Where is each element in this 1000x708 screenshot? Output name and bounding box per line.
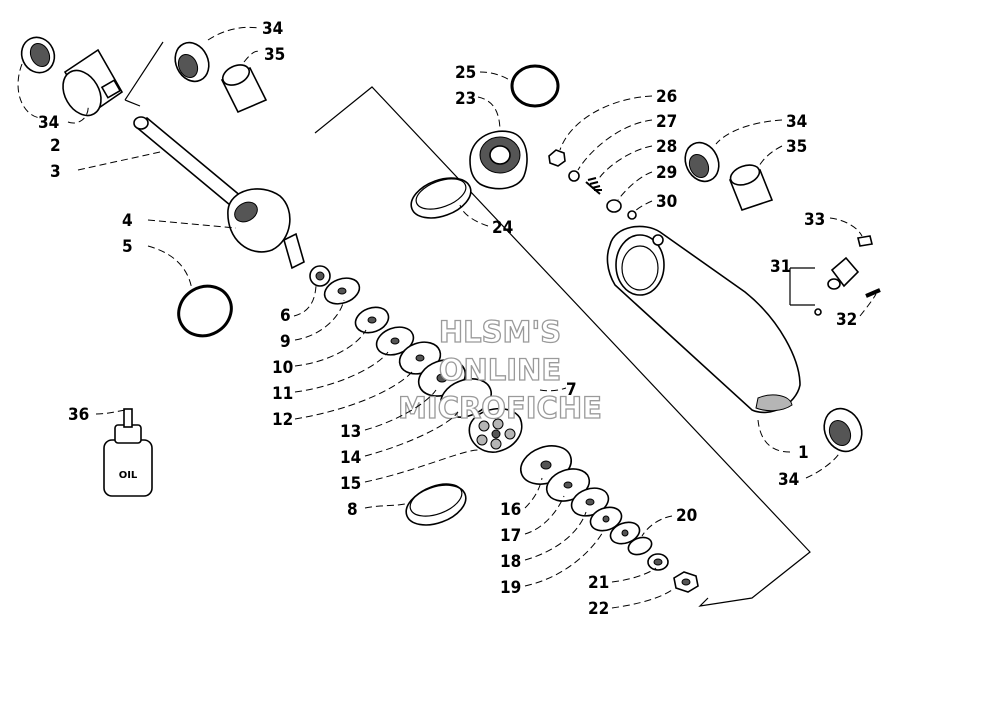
shim-19 <box>589 506 623 532</box>
callout-34-top: 34 <box>262 19 283 39</box>
callout-3: 3 <box>50 162 61 182</box>
callout-18: 18 <box>500 552 521 572</box>
callout-35-right: 35 <box>786 137 807 157</box>
watermark-line-2: ONLINE <box>439 353 561 387</box>
shim-14 <box>440 378 492 418</box>
callout-9: 9 <box>280 332 291 352</box>
rod-group-bracket <box>124 41 164 107</box>
callout-2: 2 <box>50 136 61 156</box>
washer-21 <box>647 553 669 571</box>
callout-12: 12 <box>272 410 293 430</box>
bushing-34-bottom <box>823 407 863 453</box>
callout-4: 4 <box>122 211 133 231</box>
plug-26 <box>548 149 566 167</box>
shim-20b <box>627 536 653 556</box>
callout-28: 28 <box>656 137 677 157</box>
callout-26: 26 <box>656 87 677 107</box>
bushing-34-top <box>174 41 210 83</box>
callout-8: 8 <box>347 500 358 520</box>
valve-group-bracket <box>789 267 815 306</box>
shim-18 <box>570 487 610 517</box>
watermark: HLSM'S ONLINE MICROFICHE <box>397 314 602 425</box>
washer-9 <box>323 277 361 305</box>
callout-21: 21 <box>588 573 609 593</box>
callout-11: 11 <box>272 384 293 404</box>
leader-lines <box>17 26 877 609</box>
bushing-34-left <box>20 36 56 74</box>
callout-labels: 1 2 3 4 5 6 7 8 9 10 11 12 13 14 15 16 1… <box>38 19 857 619</box>
callout-34-left: 34 <box>38 113 59 133</box>
callout-25: 25 <box>455 63 476 83</box>
callout-1: 1 <box>798 443 809 463</box>
shaft-eye-2 <box>62 48 124 117</box>
callout-15: 15 <box>340 474 361 494</box>
sleeve-35-right <box>728 164 774 211</box>
ball-32b <box>814 308 822 316</box>
oil-bottle-36: OIL <box>103 408 153 497</box>
callout-27: 27 <box>656 112 677 132</box>
callout-20: 20 <box>676 506 697 526</box>
ball-27 <box>568 170 580 182</box>
nut-6 <box>309 265 331 287</box>
ball-30 <box>627 210 637 220</box>
callout-34-right: 34 <box>786 112 807 132</box>
valve-31 <box>827 256 860 290</box>
cap-23 <box>469 130 528 190</box>
callout-19: 19 <box>500 578 521 598</box>
shock-body-1 <box>606 225 801 414</box>
sleeve-35-top <box>220 64 268 114</box>
shim-11 <box>375 326 415 356</box>
callout-36: 36 <box>68 405 89 425</box>
callout-29: 29 <box>656 163 677 183</box>
o-ring-5 <box>177 284 233 338</box>
callout-24: 24 <box>492 218 513 238</box>
watermark-line-1: HLSM'S <box>439 315 561 349</box>
screw-29 <box>606 199 622 213</box>
callout-23: 23 <box>455 89 476 109</box>
shim-20 <box>609 521 641 545</box>
callout-33: 33 <box>804 210 825 230</box>
nut-22 <box>673 571 699 593</box>
screw-33 <box>857 235 873 247</box>
spring-32 <box>865 288 881 298</box>
o-ring-25 <box>510 64 560 108</box>
shim-10 <box>354 306 390 334</box>
spring-28 <box>585 177 602 195</box>
callout-14: 14 <box>340 448 361 468</box>
callout-22: 22 <box>588 599 609 619</box>
oil-label: OIL <box>119 470 138 481</box>
watermark-line-3: MICROFICHE <box>398 391 602 425</box>
piston-7 <box>468 407 523 453</box>
callout-13: 13 <box>340 422 361 442</box>
bearing-head-4 <box>227 188 305 270</box>
callout-32: 32 <box>836 310 857 330</box>
callout-6: 6 <box>280 306 291 326</box>
callout-31: 31 <box>770 257 791 277</box>
shock-body-group-box <box>314 86 811 607</box>
callout-7: 7 <box>566 380 577 400</box>
callout-10: 10 <box>272 358 293 378</box>
ring-24 <box>410 177 472 219</box>
piston-ring-8 <box>405 483 467 526</box>
callout-30: 30 <box>656 192 677 212</box>
callout-17: 17 <box>500 526 521 546</box>
bushing-34-right <box>684 141 720 183</box>
callout-34-bottom: 34 <box>778 470 799 490</box>
callout-35-top: 35 <box>264 45 285 65</box>
callout-16: 16 <box>500 500 521 520</box>
callout-5: 5 <box>122 237 133 257</box>
